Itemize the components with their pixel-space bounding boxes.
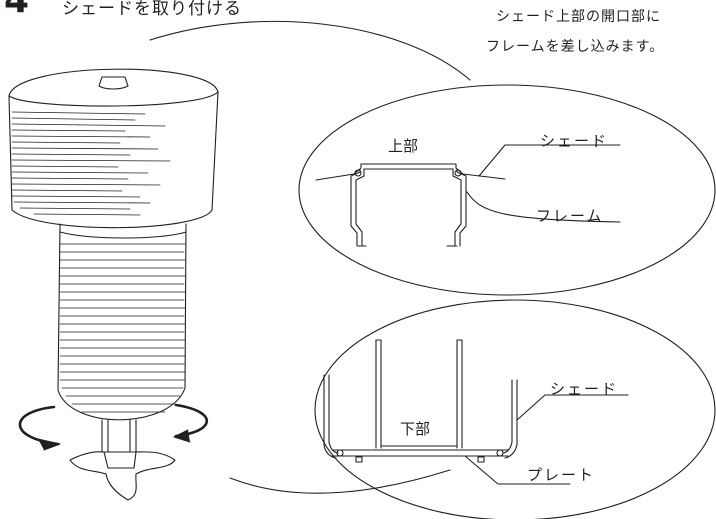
rotation-arrow-left: [18, 405, 61, 451]
step-number: 4: [4, 0, 30, 21]
rotation-arrow-right: [173, 403, 208, 443]
leader-top-shade: [478, 144, 621, 177]
bottom-shade-label: シェード: [550, 380, 619, 398]
lamp-knob: [98, 76, 129, 90]
instruction-line-1: シェード上部の開口部に: [496, 9, 661, 25]
lamp-stand: [101, 419, 137, 453]
callout-curve-top: [149, 20, 471, 81]
upper-ribs: [11, 111, 171, 216]
step-title: シェードを取り付ける: [62, 0, 242, 19]
leader-top-frame: [466, 191, 621, 223]
instruction-line-2: フレームを差し込みます。: [486, 39, 665, 55]
top-detail-label: 上部: [388, 137, 419, 155]
lamp: [8, 68, 219, 501]
top-detail-ellipse: [298, 84, 716, 296]
lower-ribs: [59, 243, 186, 413]
bottom-plate-label: プレート: [527, 466, 596, 484]
leader-bottom-plate: [464, 455, 571, 485]
lamp-cap-top: [8, 68, 219, 97]
callout-curve-bottom: [229, 469, 451, 494]
leader-bottom-shade: [516, 394, 629, 421]
top-shade-label: シェード: [540, 132, 609, 150]
top-frame-cross-section: [315, 163, 506, 247]
bottom-detail-label: 下部: [400, 420, 431, 438]
bottom-detail-ellipse: [314, 299, 716, 519]
bottom-plate-cross-section: [323, 339, 518, 463]
top-frame-label: フレーム: [536, 207, 604, 225]
